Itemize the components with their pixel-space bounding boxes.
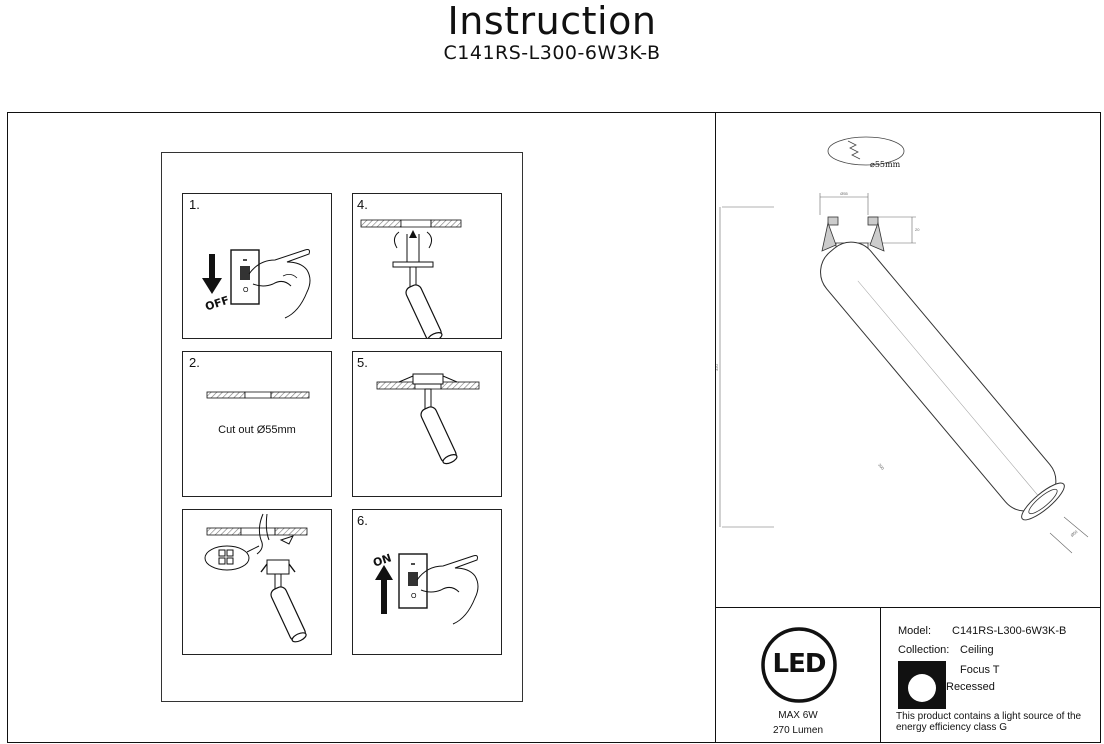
step-panel-1: 1. O OFF	[182, 193, 332, 339]
step-number: 5.	[357, 355, 368, 370]
instruction-sheet	[161, 152, 523, 702]
step-panel-5: 5.	[352, 351, 502, 497]
vertical-divider	[715, 112, 716, 743]
collection-label: Collection:	[898, 644, 950, 656]
led-logo-text: LED	[772, 649, 827, 679]
switch-off-illustration: O	[202, 249, 311, 319]
step-panel-4: 4.	[352, 193, 502, 339]
page-title: Instruction	[447, 0, 657, 43]
recessed-icon	[898, 661, 946, 709]
spring-clip-illustration	[360, 219, 462, 338]
energy-note: This product contains a light source of …	[896, 711, 1082, 733]
step-number: 4.	[357, 197, 368, 212]
svg-text:20: 20	[915, 227, 920, 232]
cutout-caption: Cut out Ø55mm	[218, 424, 296, 436]
svg-text:O: O	[243, 287, 249, 294]
svg-text:O: O	[411, 593, 417, 600]
step-panel-3	[182, 509, 332, 655]
wiring-illustration	[204, 513, 308, 643]
mount-type: Recessed	[946, 681, 995, 693]
document-frame	[7, 112, 1101, 743]
model-code: C141RS-L300-6W3K-B	[443, 42, 661, 64]
lumen: 270 Lumen	[772, 725, 824, 736]
collection-value: Ceiling	[960, 644, 994, 656]
step-panel-2: 2. Cut out Ø55mm	[182, 351, 332, 497]
series-name: Focus T	[960, 664, 1000, 676]
svg-text:320: 320	[716, 364, 719, 371]
model-label: Model:	[898, 625, 932, 637]
step-number: 6.	[357, 513, 368, 528]
cutout-dimension: ⌀55mm	[870, 160, 901, 169]
model-value: C141RS-L300-6W3K-B	[952, 625, 1067, 637]
technical-drawing: Ø55 20 320 300 Ø50	[716, 136, 1089, 554]
switch-on-illustration: O	[375, 553, 479, 625]
info-top-divider	[715, 607, 1101, 608]
ceiling-cutout-illustration	[206, 391, 310, 399]
svg-text:Ø55: Ø55	[840, 191, 848, 196]
step-number: 1.	[189, 197, 200, 212]
insert-fixture-illustration	[376, 373, 480, 465]
step-panel-6: 6. O ON	[352, 509, 502, 655]
svg-text:Ø50: Ø50	[1069, 529, 1079, 538]
step-number: 2.	[189, 355, 200, 370]
led-logo	[761, 627, 837, 703]
svg-text:300: 300	[877, 462, 886, 471]
info-middle-divider	[880, 607, 881, 743]
max-power: MAX 6W	[778, 710, 818, 721]
